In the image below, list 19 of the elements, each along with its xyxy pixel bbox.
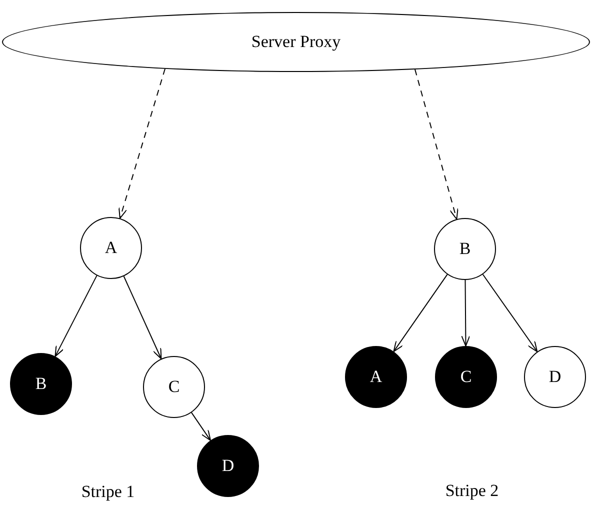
- node-label: B: [459, 239, 471, 259]
- arrow: [191, 412, 211, 441]
- node-label: D: [548, 367, 562, 387]
- node-label: C: [168, 377, 180, 397]
- arrow: [118, 68, 166, 219]
- arrow: [123, 276, 162, 360]
- arrow: [414, 68, 458, 220]
- arrow: [482, 274, 538, 352]
- arrow: [393, 274, 448, 352]
- node-label: B: [35, 374, 47, 394]
- node-label: Server Proxy: [251, 32, 341, 52]
- stripe-label: Stripe 1: [81, 482, 135, 502]
- node-label: A: [104, 238, 118, 258]
- arrow: [461, 280, 470, 346]
- arrow: [54, 275, 98, 357]
- node-label: D: [222, 456, 234, 476]
- node-label: A: [370, 367, 382, 387]
- node-label: C: [460, 367, 472, 387]
- stripe-label: Stripe 2: [445, 481, 499, 501]
